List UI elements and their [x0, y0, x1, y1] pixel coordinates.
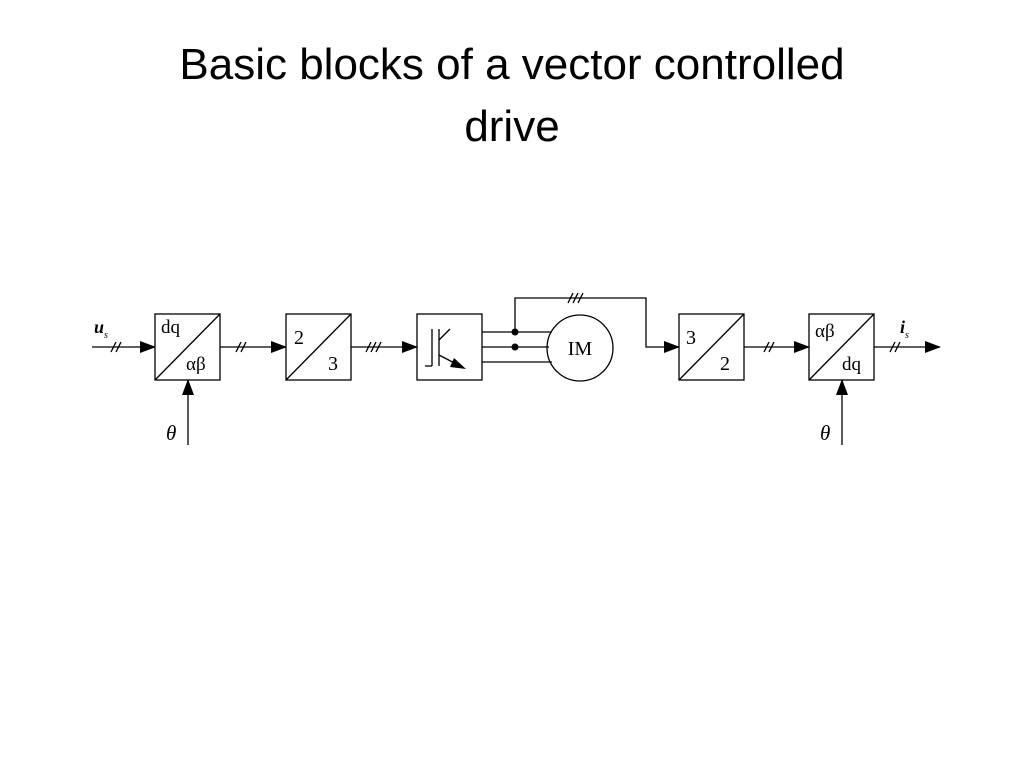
two-to-three-block: 2 3: [285, 313, 352, 381]
motor-label: IM: [568, 338, 593, 360]
two-to-three-top-label: 2: [294, 327, 304, 349]
double-line-tick-mark: [889, 341, 901, 353]
alphabeta-to-dq-top-label: αβ: [815, 321, 835, 342]
alphabeta-to-dq-block: αβ dq: [808, 313, 875, 381]
angle-label-left: θ: [166, 421, 176, 445]
current-measurement-line: [514, 297, 680, 353]
inverter-block: [416, 313, 483, 381]
slide-title-line2: drive: [464, 102, 560, 151]
junction-dot: [511, 343, 519, 351]
triple-line-tick-mark: [567, 292, 584, 304]
transistor-switch-icon: [425, 328, 466, 369]
triple-line-tick-mark: [365, 341, 382, 353]
input-signal-label: us: [94, 317, 108, 341]
double-line-tick-mark: [763, 341, 775, 353]
alphabeta-to-dq-bottom-label: dq: [842, 354, 862, 375]
double-line-tick-mark: [235, 341, 247, 353]
three-to-two-top-label: 3: [686, 327, 696, 349]
angle-label-right: θ: [820, 421, 830, 445]
two-to-three-bottom-label: 3: [328, 353, 338, 375]
dq-to-alphabeta-block: dq αβ: [154, 313, 221, 381]
induction-motor: IM: [546, 314, 614, 382]
dq-to-alphabeta-bottom-label: αβ: [186, 354, 206, 375]
dq-to-alphabeta-top-label: dq: [161, 317, 181, 338]
slide-title: Basic blocks of a vector controlled driv…: [60, 34, 964, 158]
slide-title-line1: Basic blocks of a vector controlled: [179, 40, 845, 89]
double-line-tick-mark: [110, 341, 122, 353]
three-to-two-bottom-label: 2: [720, 353, 730, 375]
output-signal-label: is: [900, 317, 909, 341]
three-to-two-block: 3 2: [678, 313, 745, 381]
